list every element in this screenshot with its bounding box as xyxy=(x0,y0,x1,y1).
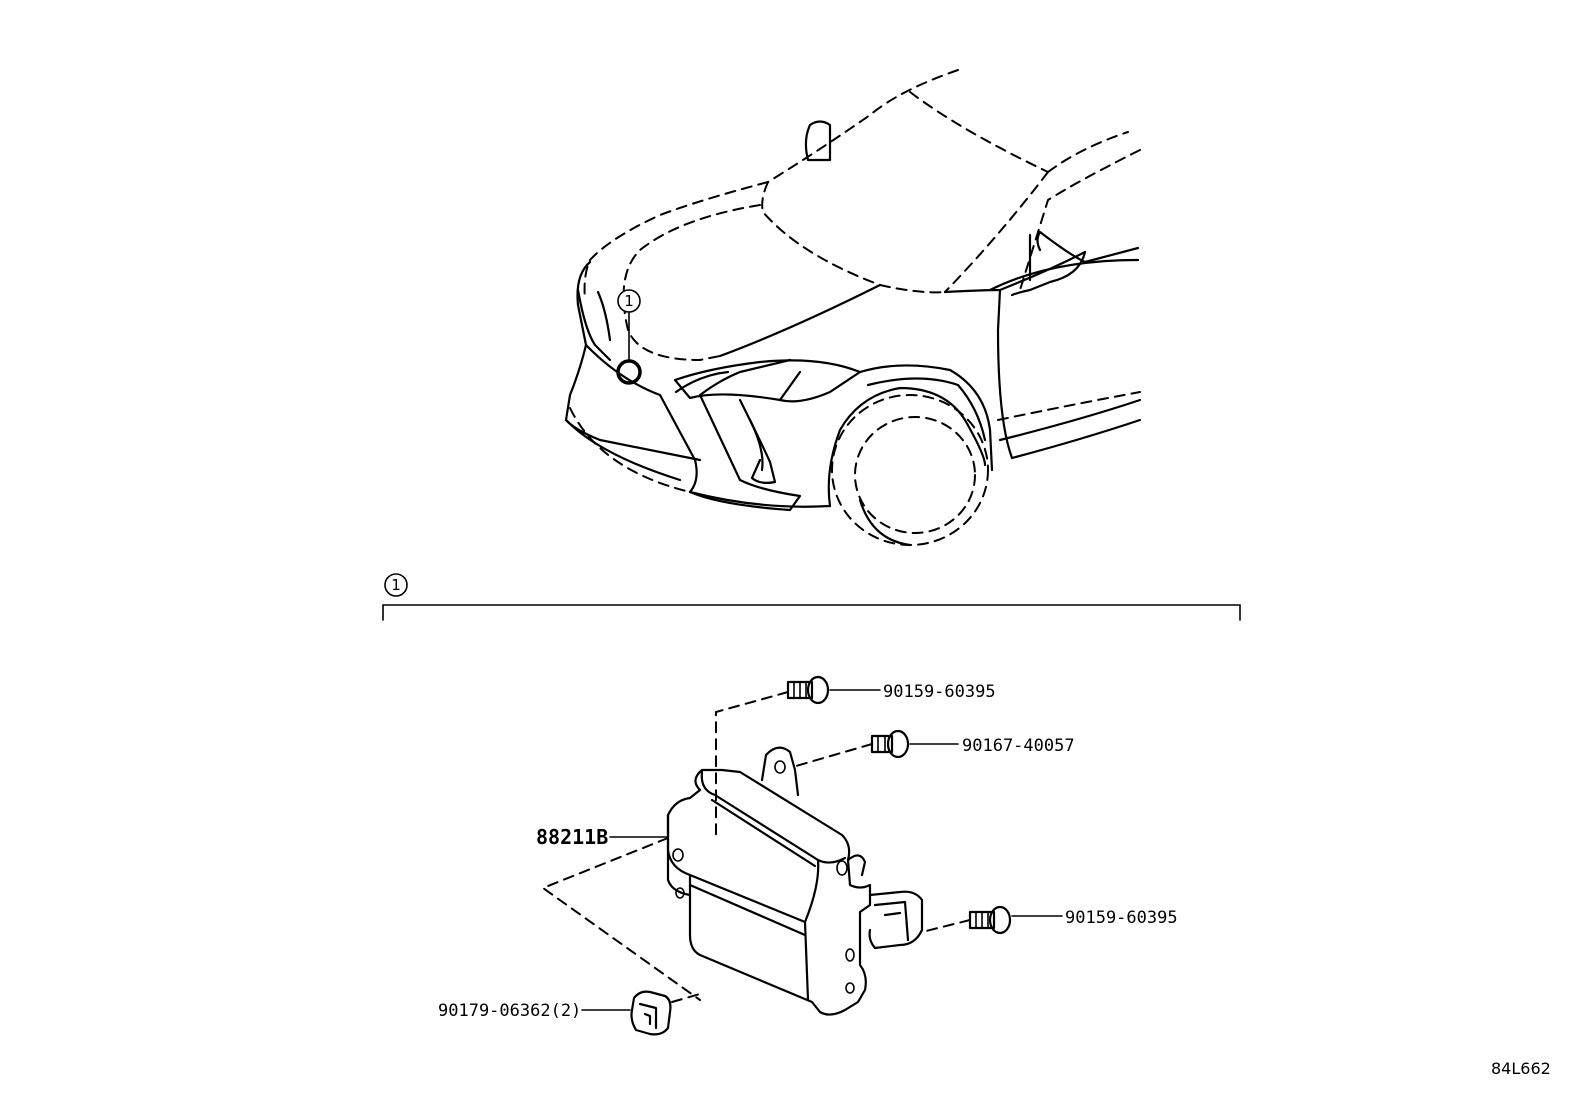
diagram-code: 84L662 xyxy=(1491,1059,1551,1078)
part-label-main-unit: 88211B xyxy=(536,825,608,849)
section-bracket: 1 xyxy=(382,573,1241,621)
part-label-clip: 90179-06362(2) xyxy=(438,1001,581,1021)
callout-number-car: 1 xyxy=(624,292,634,310)
clip xyxy=(581,990,672,1036)
bolt-top xyxy=(786,675,881,705)
bolt-right xyxy=(968,905,1063,935)
callout-number-section: 1 xyxy=(391,576,401,594)
callout-circle-section xyxy=(384,573,408,597)
bolt-mid xyxy=(870,729,959,759)
assembly-lines xyxy=(540,691,971,1003)
part-label-bolt-mid: 90167-40057 xyxy=(962,736,1075,756)
part-label-bolt-top: 90159-60395 xyxy=(883,682,996,702)
car-illustration: 1 xyxy=(564,69,1142,547)
radar-sensor-unit xyxy=(666,746,924,1016)
callout-circle-car xyxy=(617,289,641,313)
part-label-bolt-right: 90159-60395 xyxy=(1065,908,1178,928)
